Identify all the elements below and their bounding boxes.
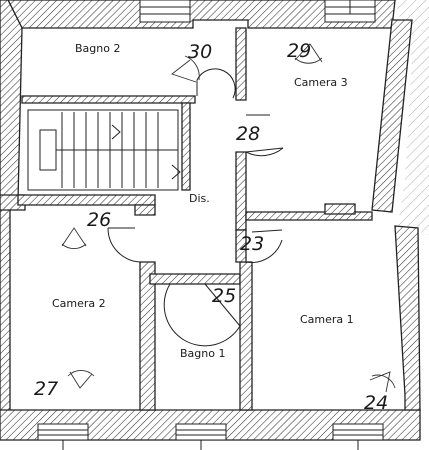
window-bottom-camera1 bbox=[332, 423, 384, 441]
camera-symbol-29 bbox=[294, 43, 323, 64]
room-label-camera3: Camera 3 bbox=[294, 76, 348, 89]
door-camera2 bbox=[107, 227, 141, 263]
photo-number-24: 24 bbox=[364, 392, 388, 414]
window-bottom-bagno1 bbox=[175, 423, 227, 441]
window-axis-ticks bbox=[62, 0, 359, 450]
door-camera1 bbox=[245, 229, 283, 263]
room-label-bagno2: Bagno 2 bbox=[75, 42, 120, 55]
camera-symbol-26 bbox=[61, 227, 87, 250]
room-label-camera2: Camera 2 bbox=[52, 297, 106, 310]
room-label-bagno1: Bagno 1 bbox=[180, 347, 225, 360]
photo-number-30: 30 bbox=[188, 41, 212, 63]
door-bagno1 bbox=[163, 283, 241, 347]
camera-symbol-27 bbox=[67, 370, 95, 389]
door-bagno2 bbox=[196, 68, 236, 99]
room-label-camera1: Camera 1 bbox=[300, 313, 354, 326]
exterior-area bbox=[395, 0, 429, 235]
staircase bbox=[27, 109, 181, 191]
camera-symbol-24 bbox=[369, 371, 396, 393]
photo-number-27: 27 bbox=[34, 378, 58, 400]
outer-walls bbox=[0, 0, 421, 441]
room-label-dis: Dis. bbox=[189, 192, 210, 205]
photo-number-28: 28 bbox=[236, 123, 260, 145]
photo-number-23: 23 bbox=[240, 233, 264, 255]
interior-walls bbox=[17, 27, 373, 411]
window-bottom-camera2 bbox=[37, 423, 89, 441]
photo-number-25: 25 bbox=[212, 285, 236, 307]
door-camera3 bbox=[245, 114, 284, 157]
camera-symbol-30 bbox=[171, 55, 200, 83]
photo-number-29: 29 bbox=[287, 40, 311, 62]
photo-number-26: 26 bbox=[87, 209, 111, 231]
window-top-bagno2 bbox=[139, 0, 191, 23]
